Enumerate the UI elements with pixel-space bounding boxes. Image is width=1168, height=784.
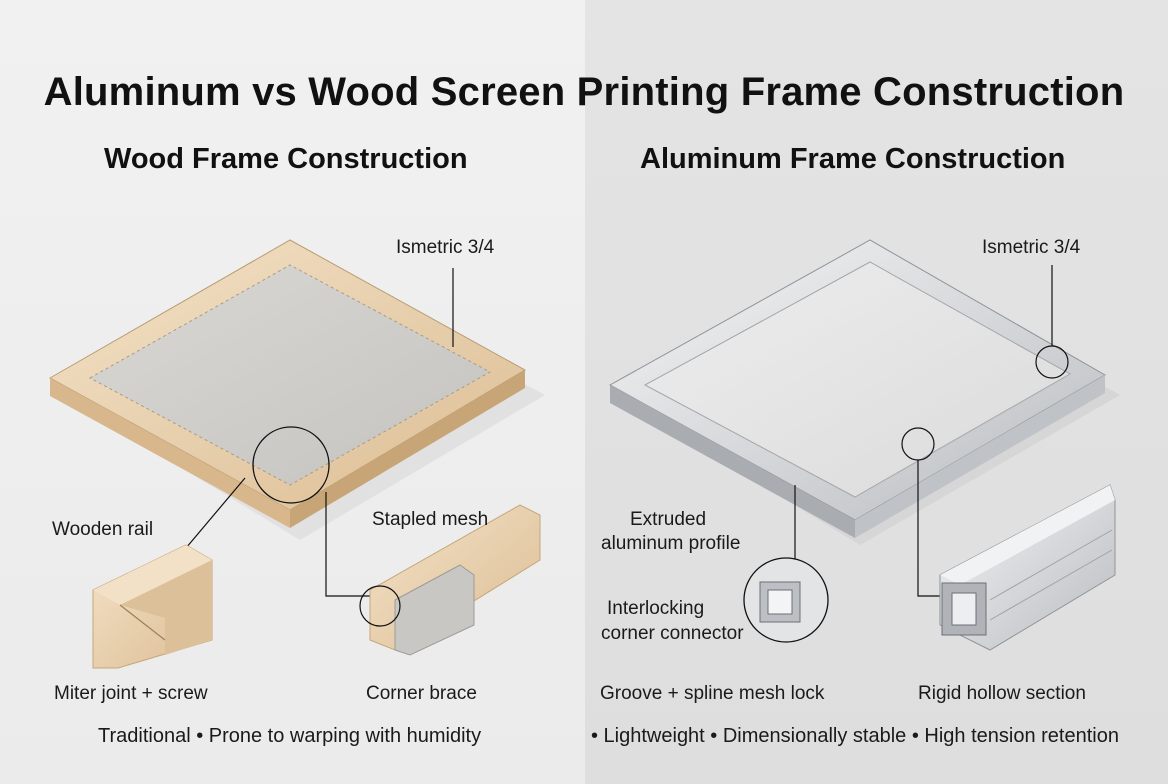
aluminum-frame-illustration <box>608 239 1120 545</box>
wood-brace-label: Corner brace <box>366 683 477 704</box>
wood-frame-side-left <box>50 378 290 528</box>
wood-rail-label: Wooden rail <box>52 519 154 540</box>
aluminum-hollow-label: Rigid hollow section <box>918 683 1086 704</box>
aluminum-mesh <box>643 261 1072 498</box>
page-title: Aluminum vs Wood Screen Printing Frame C… <box>43 70 1125 114</box>
wood-frame-side-right <box>290 370 525 528</box>
aluminum-groove-label: Groove + spline mesh lock <box>600 683 825 704</box>
aluminum-profile-detail <box>743 557 829 643</box>
wood-view-label: Ismetric 3/4 <box>396 237 495 258</box>
wood-heading: Wood Frame Construction <box>104 143 468 175</box>
aluminum-profile-label-line2: aluminum profile <box>601 533 741 554</box>
aluminum-frame-side-left <box>610 385 855 538</box>
wood-mesh-label: Stapled mesh <box>372 509 489 530</box>
aluminum-hollow-section-detail <box>939 484 1116 651</box>
aluminum-heading: Aluminum Frame Construction <box>640 143 1066 175</box>
aluminum-hollow-leader <box>917 460 940 597</box>
wood-mesh <box>88 264 492 486</box>
aluminum-connector-label-line1: Interlocking <box>607 598 705 619</box>
wood-footer: Traditional • Prone to warping with humi… <box>98 725 482 747</box>
wood-brace-circle <box>359 585 401 627</box>
wood-miter-joint-detail <box>92 544 213 669</box>
wood-rail-leader <box>185 477 246 549</box>
wood-frame-illustration <box>48 239 545 540</box>
wood-detail-circle <box>252 426 330 504</box>
aluminum-footer: • Lightweight • Dimensionally stable • H… <box>591 725 1119 747</box>
aluminum-connector-label-line2: corner connector <box>601 623 744 644</box>
wood-brace-leader <box>325 492 382 597</box>
wood-joint-label: Miter joint + screw <box>54 683 208 704</box>
aluminum-profile-label-line1: Extruded <box>630 509 707 530</box>
aluminum-view-label: Ismetric 3/4 <box>982 237 1081 258</box>
wood-corner-brace-detail <box>359 504 541 656</box>
